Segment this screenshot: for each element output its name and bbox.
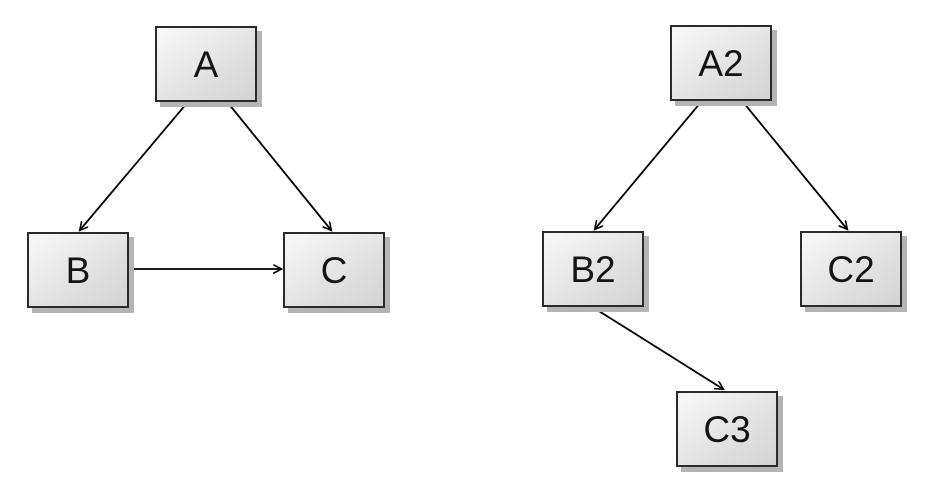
node-B-label: B: [65, 249, 91, 291]
node-A2-label: A2: [698, 42, 744, 84]
node-C3[interactable]: C3: [676, 391, 778, 467]
edge-A2-B2[interactable]: [595, 101, 702, 229]
node-C2[interactable]: C2: [800, 231, 902, 307]
edge-A2-C2[interactable]: [742, 101, 847, 229]
node-C-label: C: [320, 249, 348, 291]
node-A2[interactable]: A2: [670, 25, 772, 101]
node-C2-label: C2: [827, 248, 875, 290]
edge-A-B[interactable]: [80, 102, 188, 230]
node-B[interactable]: B: [27, 232, 129, 308]
node-B2-label: B2: [570, 248, 616, 290]
node-B2[interactable]: B2: [542, 231, 644, 307]
node-C[interactable]: C: [283, 232, 385, 308]
node-A[interactable]: A: [155, 26, 257, 102]
node-C3-label: C3: [703, 408, 751, 450]
edge-B2-C3[interactable]: [593, 307, 723, 389]
edge-A-C[interactable]: [227, 102, 331, 230]
node-A-label: A: [193, 43, 219, 85]
